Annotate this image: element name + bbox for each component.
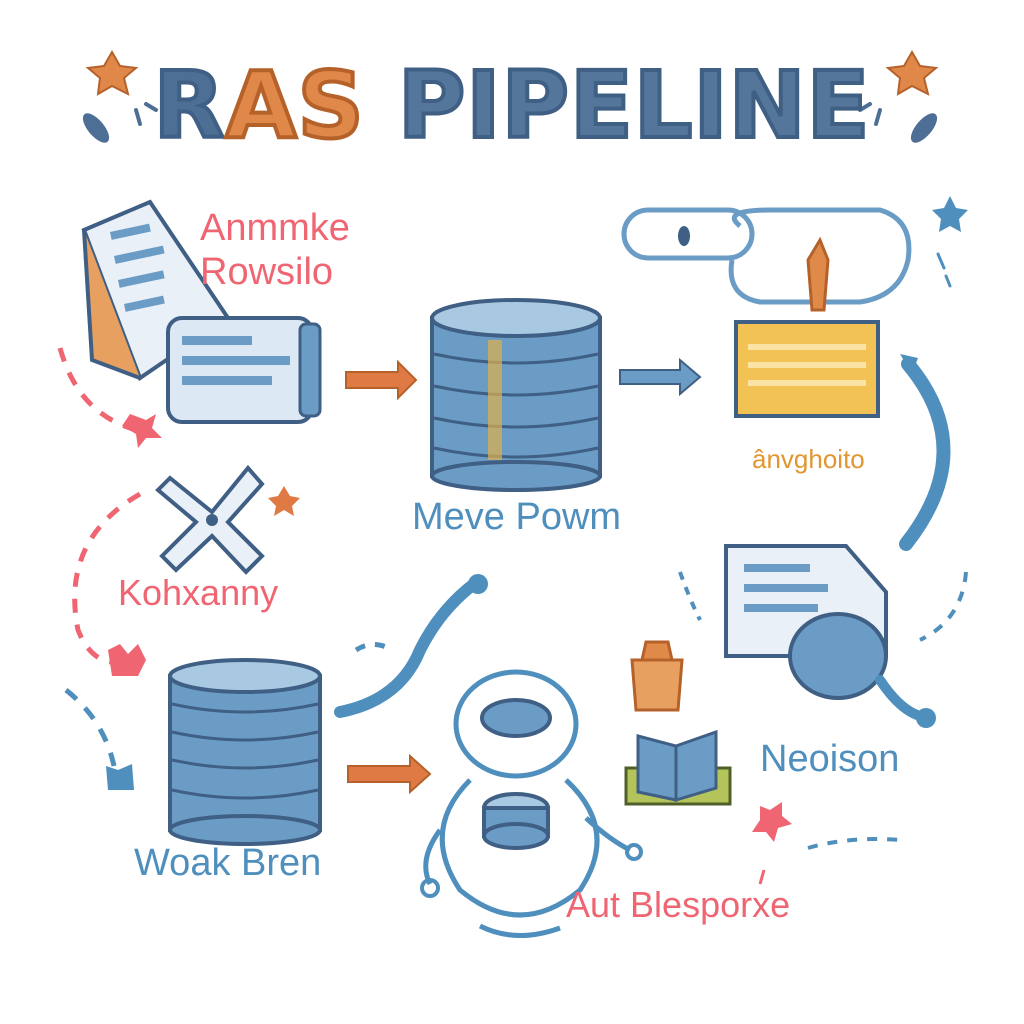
documents-label-line-1: Anmmke <box>200 207 350 249</box>
tick-icon <box>858 102 882 126</box>
star-icon <box>885 49 939 96</box>
dashed-flow-pink-2 <box>72 491 142 665</box>
archive-icon <box>621 207 912 418</box>
output-document-icon <box>724 544 936 728</box>
archive-label: ânvghoito <box>752 444 865 474</box>
book-icon <box>624 729 732 806</box>
tick-icon <box>936 252 952 288</box>
curve-db-bottom-upward <box>334 578 480 718</box>
arrow-documents-to-db <box>345 359 418 401</box>
response-figure-icon <box>420 669 643 938</box>
dashed-flow-blue <box>64 688 117 767</box>
sparkle-icon <box>268 486 300 516</box>
database-top-icon <box>430 298 602 492</box>
title-part-b: AS <box>223 50 365 161</box>
cup-icon <box>630 640 684 712</box>
database-bottom-label: Woak Bren <box>134 842 322 884</box>
sparkle-icon <box>752 802 792 842</box>
response-label: Aut Blesporxe <box>566 884 791 925</box>
curve-archive-to-output <box>899 357 951 551</box>
documents-label: Anmmke Rowsilo <box>200 206 350 294</box>
star-icon <box>932 196 968 232</box>
dashed-flow-blue-right <box>678 571 702 621</box>
star-icon <box>85 49 139 96</box>
documents-icon <box>81 199 322 424</box>
title-part-c: PIPELINE <box>364 50 872 161</box>
page-title: RAS PIPELINE <box>0 50 1024 161</box>
dashed-flow-blue-right-2 <box>919 571 968 642</box>
arrow-db-to-archive <box>619 357 702 397</box>
leaf-icon <box>82 113 110 143</box>
database-top-label: Meve Powm <box>412 496 622 538</box>
documents-label-line-2: Rowsilo <box>200 251 334 293</box>
title-part-a: R <box>152 50 227 161</box>
database-bottom-icon <box>168 658 322 846</box>
output-label: Neoison <box>760 738 900 780</box>
tick-icon <box>134 102 158 126</box>
dashed-flow-blue-bottom <box>807 837 901 850</box>
arrow-db-bottom-to-response <box>347 753 432 795</box>
tool-label: Kohxanny <box>118 572 279 613</box>
tool-icon <box>155 464 265 575</box>
leaf-icon <box>910 113 938 143</box>
